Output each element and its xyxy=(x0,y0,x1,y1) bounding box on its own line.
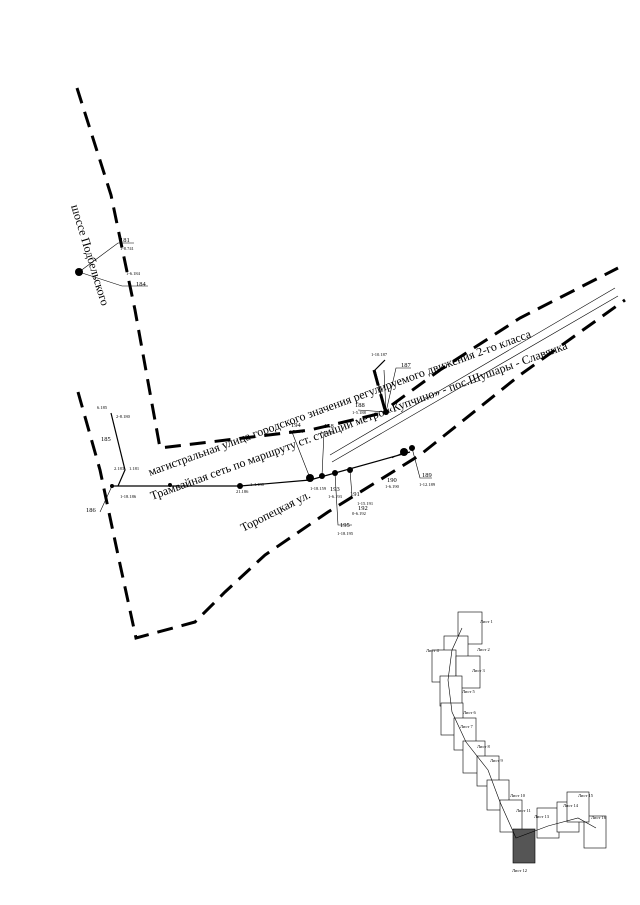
sheet-label: Лист 12 xyxy=(512,868,527,873)
sheet-label: Лист 11 xyxy=(516,808,531,813)
tram-line xyxy=(329,287,616,456)
sheet-label: Лист 15 xyxy=(578,793,594,798)
sheet-label: Лист 2 xyxy=(477,647,490,652)
point-label-158: 158 xyxy=(324,423,334,430)
street-label-highway: шоссе Подбельского xyxy=(68,203,112,308)
point-label-192: 192 xyxy=(358,505,368,512)
aux-label: 6.185 xyxy=(97,405,108,410)
street-label-tram: Трамвайная сеть по маршруту ст. станции … xyxy=(148,338,570,503)
utility-line-187 xyxy=(374,359,387,416)
utility-line-vertical xyxy=(110,412,126,487)
sheet-label: Лист 16 xyxy=(591,815,607,820)
sheet-label: Лист 8 xyxy=(477,744,491,749)
point-sublabel-181: 1-8.741 xyxy=(120,246,134,251)
point-sublabel-184: 1-6.184 xyxy=(126,271,141,276)
boundary-line-main xyxy=(75,87,379,450)
aux-label: 21.186 xyxy=(236,489,249,494)
point-label-184: 184 xyxy=(136,281,147,288)
aux-label: 1.181 xyxy=(129,466,139,471)
point-sublabel-188: 1-5.188 xyxy=(352,410,367,415)
sheet-label: Лист 9 xyxy=(490,758,504,763)
sheet-label: Лист 13 xyxy=(534,814,550,819)
point-label-188: 188 xyxy=(355,402,365,409)
point-label-181: 181 xyxy=(120,237,130,244)
street-label-toropetskaya: Торопецкая ул. xyxy=(238,487,313,534)
point-label-195: 195 xyxy=(340,522,350,529)
point-label-186: 186 xyxy=(86,507,97,514)
point-sublabel-194: 1-5.194 xyxy=(289,429,304,434)
sheet-index-map xyxy=(431,611,607,864)
leader-lines xyxy=(78,242,432,526)
aux-label: 1-4.180 xyxy=(250,482,265,487)
point-sublabel-187: 1-10.187 xyxy=(371,352,388,357)
sheet-label: Лист 10 xyxy=(510,793,526,798)
point-label-187: 187 xyxy=(401,362,412,369)
sheet-label: Лист 7 xyxy=(460,724,474,729)
point-label-189: 189 xyxy=(422,472,432,479)
point-label-190: 190 xyxy=(387,477,397,484)
street-label-main: магистральная улица городского значения … xyxy=(146,326,533,478)
sheet-label: Лист 3 xyxy=(472,668,486,673)
aux-label: 2-8.180 xyxy=(116,414,131,419)
sheet-label: Лист 5 xyxy=(462,689,476,694)
aux-label: 1-6.193 xyxy=(328,494,343,499)
point-sublabel-190: 1-6.190 xyxy=(385,484,400,489)
aux-label: 2.183 xyxy=(114,466,125,471)
point-label-194: 194 xyxy=(291,422,302,429)
point-label-193: 193 xyxy=(330,486,340,493)
point-sublabel-192: 0-6.192 xyxy=(352,511,366,516)
point-label-191: 191 xyxy=(350,491,360,498)
boundary-line-lower xyxy=(76,298,626,640)
sheet-label: Лист 6 xyxy=(463,710,477,715)
street-line xyxy=(331,295,619,463)
sheet-label: Лист 14 xyxy=(563,803,579,808)
aux-label: 1-18.159 xyxy=(310,486,327,491)
utility-line-main xyxy=(112,451,411,487)
point-sublabel-195: 1-18.195 xyxy=(337,531,354,536)
aux-label: 1-18.186 xyxy=(120,494,137,499)
point-sublabel-189: 1-12.189 xyxy=(419,482,436,487)
point-sublabel-191: 1-15.191 xyxy=(357,501,373,506)
point-sublabel-158: 1-5.158 xyxy=(320,430,335,435)
sheet-label: Лист 4 xyxy=(426,648,440,653)
point-label-185: 185 xyxy=(101,436,111,443)
sheet-label: Лист 1 xyxy=(480,619,493,624)
